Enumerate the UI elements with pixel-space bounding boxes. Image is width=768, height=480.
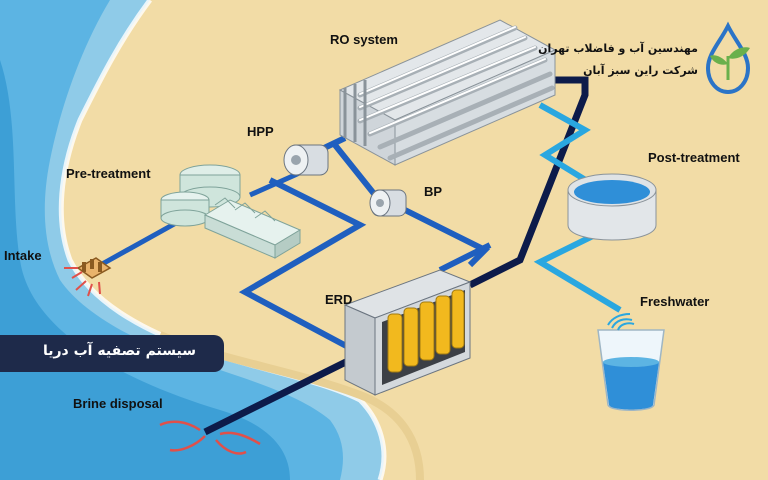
ro-system (338, 19, 557, 166)
erd-cylinders (387, 289, 465, 373)
bp-pump (369, 189, 407, 217)
hpp-pump (283, 144, 329, 176)
brine-disposal-label: Brine disposal (73, 396, 163, 411)
erd-unit (343, 269, 472, 396)
water-drop-leaf-icon (705, 21, 751, 95)
banner-title: سیستم تصفیه آب دریا (42, 343, 196, 359)
sea-deepest (0, 60, 290, 480)
brine-disposal-pipe (203, 346, 372, 436)
hpp-label: HPP (247, 124, 274, 139)
pretreat-to-erd-pipe (238, 177, 367, 351)
intake-structure (76, 257, 112, 279)
bp-label: BP (424, 184, 443, 199)
brine-return-pipe (468, 76, 589, 289)
brine-disposal-arrows (159, 420, 261, 455)
erd-label: ERD (325, 292, 353, 307)
title-banner: سیستم تصفیه آب دریا (0, 335, 224, 372)
erd-to-bp-pipe (438, 242, 492, 273)
intake-arrows (64, 267, 101, 297)
shore-foam (58, 0, 387, 480)
company-line-1: مهندسین آب و فاضلاب تهران (538, 42, 698, 55)
freshwater-label: Freshwater (640, 294, 710, 309)
intake-pipe (93, 215, 187, 271)
intake-label: Intake (4, 248, 42, 263)
company-name: مهندسین آب و فاضلاب تهران شرکت راین سبز … (528, 38, 698, 82)
bp-pipe (332, 143, 491, 268)
post-treatment-label: Post-treatment (648, 150, 740, 165)
company-line-2: شرکت راین سبز آبان (583, 64, 698, 77)
permeate-pipe (538, 102, 612, 198)
freshwater-pipe (533, 227, 622, 313)
ro-system-label: RO system (330, 32, 398, 47)
post-treatment-tank (567, 173, 657, 241)
pretreatment-plant (160, 164, 302, 259)
freshwater-glass (597, 313, 665, 411)
pre-treatment-label: Pre-treatment (66, 166, 151, 181)
